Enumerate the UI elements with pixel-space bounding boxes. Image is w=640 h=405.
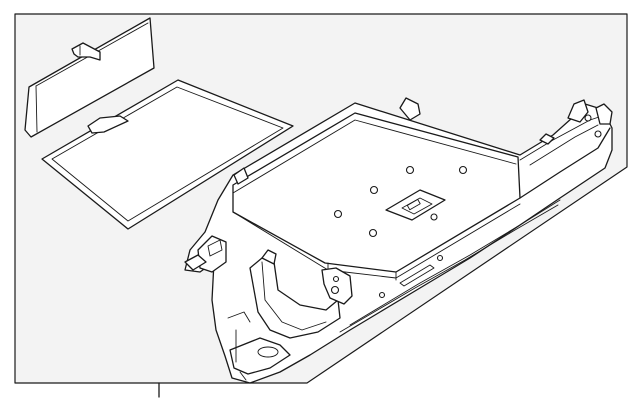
glove-box-housing <box>184 97 613 384</box>
partition-panel <box>24 17 155 138</box>
liner-mat <box>41 79 294 230</box>
